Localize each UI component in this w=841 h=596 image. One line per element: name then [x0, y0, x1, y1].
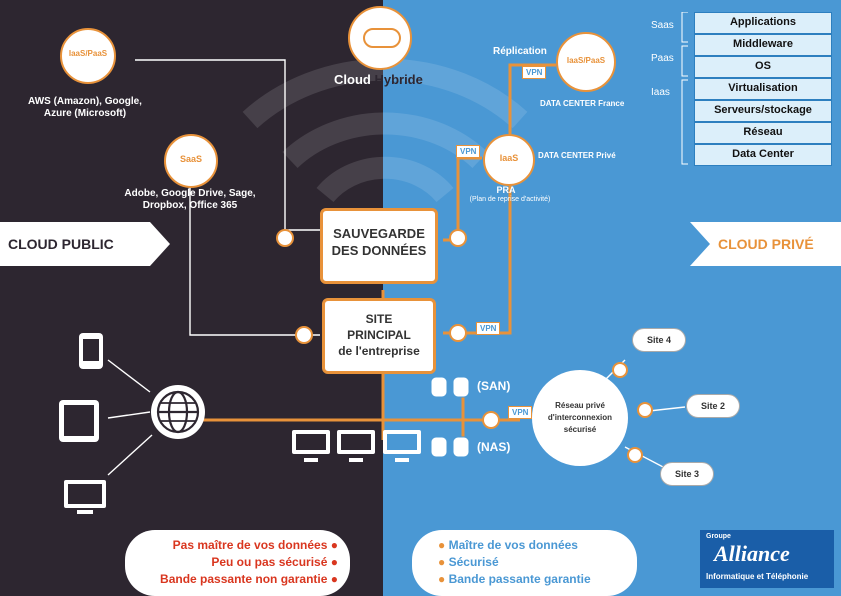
- backup-box-line1: SAUVEGARDE: [333, 226, 425, 241]
- public-iaas-label: IaaS/PaaS: [68, 49, 108, 58]
- pra-subtitle: (Plan de reprise d'activité): [469, 196, 551, 203]
- backup-box-line2: DES DONNÉES: [331, 243, 427, 258]
- hybrid-label: Cloud Hybride: [334, 72, 454, 87]
- globe-icon: [151, 385, 205, 439]
- tablet-icon: [59, 400, 99, 442]
- desktop-icon: [64, 480, 106, 514]
- private-network-line1: Réseau privé: [555, 401, 605, 410]
- public-iaas-caption: AWS (Amazon), Google, Azure (Microsoft): [10, 96, 160, 120]
- site-2-bubble: Site 2: [686, 394, 740, 418]
- private-point-3: ● Bande passante garantie: [438, 572, 591, 586]
- public-saas-cloud-icon: SaaS: [164, 134, 218, 188]
- private-network-line2: d'interconnexion: [547, 413, 613, 422]
- public-side-bg: [0, 0, 383, 596]
- dc-france-caption: DATA CENTER France: [540, 99, 625, 108]
- stack-tag-saas: Saas: [651, 20, 674, 31]
- main-site-box: SITE PRINCIPAL de l'entreprise: [322, 298, 436, 374]
- alliance-logo: Groupe Alliance Informatique et Téléphon…: [700, 530, 834, 588]
- private-network-line3: sécurisé: [563, 425, 597, 434]
- public-saas-caption: Adobe, Google Drive, Sage, Dropbox, Offi…: [115, 188, 265, 212]
- private-point-2: ● Sécurisé: [438, 555, 499, 569]
- stack-layer-servers: Serveurs/stockage: [694, 100, 832, 122]
- public-saas-caption-line2: Dropbox, Office 365: [142, 200, 238, 211]
- replication-label: Réplication: [493, 46, 547, 57]
- dc-france-cloud-icon: IaaS/PaaS: [556, 32, 616, 92]
- public-summary-shape: [125, 530, 350, 596]
- vpn-tag-replication: VPN: [522, 66, 547, 79]
- stack-layer-virtualisation: Virtualisation: [694, 78, 832, 100]
- public-iaas-caption-line1: AWS (Amazon), Google,: [28, 96, 142, 107]
- pra-title: PRA: [496, 185, 516, 195]
- public-saas-label: SaaS: [179, 154, 203, 164]
- private-summary-shape: [412, 530, 637, 596]
- stack-layer-network: Réseau: [694, 122, 832, 144]
- stack-layer-applications: Applications: [694, 12, 832, 34]
- link-node-icons: [276, 229, 653, 463]
- dc-france-cloud-label: IaaS/PaaS: [566, 56, 606, 65]
- cloud-public-banner: CLOUD PUBLIC: [8, 225, 114, 263]
- stack-brackets: [681, 12, 688, 165]
- backup-box: SAUVEGARDE DES DONNÉES: [320, 208, 438, 284]
- wifi-watermark-icon: [242, 58, 528, 203]
- vpn-tag-pra: VPN: [456, 145, 481, 158]
- hybrid-label-part1: Cloud: [334, 72, 371, 87]
- san-label: (SAN): [477, 379, 511, 393]
- public-point-1: Pas maître de vos données ●: [172, 538, 338, 552]
- public-summary: Pas maître de vos données ● Peu ou pas s…: [138, 537, 338, 588]
- dc-prive-cloud-label: IaaS: [499, 153, 519, 163]
- stack-tag-iaas: Iaas: [651, 87, 670, 98]
- hybrid-label-part2: Hybride: [374, 72, 423, 87]
- vpn-tag-network: VPN: [508, 406, 533, 419]
- public-links: [107, 59, 320, 476]
- nas-label: (NAS): [477, 440, 511, 454]
- phone-icon: [79, 333, 103, 369]
- private-network-label: Réseau privé d'interconnexion sécurisé: [540, 400, 620, 436]
- stack-layer-os: OS: [694, 56, 832, 78]
- storage-disks-icon: [430, 376, 470, 458]
- stack-tag-paas: Paas: [651, 53, 674, 64]
- main-site-line2: PRINCIPAL: [347, 328, 411, 342]
- cloud-stack: Applications Middleware OS Virtualisatio…: [694, 12, 832, 166]
- logo-group: Groupe: [706, 533, 731, 540]
- public-point-3: Bande passante non garantie ●: [160, 572, 338, 586]
- dc-prive-cloud-icon: IaaS: [483, 134, 535, 186]
- main-site-line1: SITE: [365, 312, 393, 326]
- private-summary: ● Maître de vos données ● Sécurisé ● Ban…: [438, 537, 633, 588]
- public-point-2: Peu ou pas sécurisé ●: [211, 555, 338, 569]
- stack-layer-datacenter: Data Center: [694, 144, 832, 166]
- site-4-bubble: Site 4: [632, 328, 686, 352]
- cloud-private-banner: CLOUD PRIVÉ: [718, 225, 814, 263]
- site-3-bubble: Site 3: [660, 462, 714, 486]
- stack-layer-middleware: Middleware: [694, 34, 832, 56]
- main-site-line3: de l'entreprise: [338, 344, 420, 358]
- private-point-1: ● Maître de vos données: [438, 538, 578, 552]
- public-saas-caption-line1: Adobe, Google Drive, Sage,: [124, 188, 256, 199]
- private-network-hub: [532, 370, 628, 466]
- logo-name: Alliance: [714, 541, 790, 566]
- public-iaas-caption-line2: Azure (Microsoft): [43, 108, 127, 119]
- vpn-tag-site: VPN: [476, 322, 501, 335]
- logo-tagline: Informatique et Téléphonie: [706, 572, 809, 581]
- public-iaas-cloud-icon: IaaS/PaaS: [60, 28, 116, 84]
- dc-prive-caption: DATA CENTER Privé: [538, 151, 616, 160]
- hybrid-cloud-icon: [348, 6, 412, 70]
